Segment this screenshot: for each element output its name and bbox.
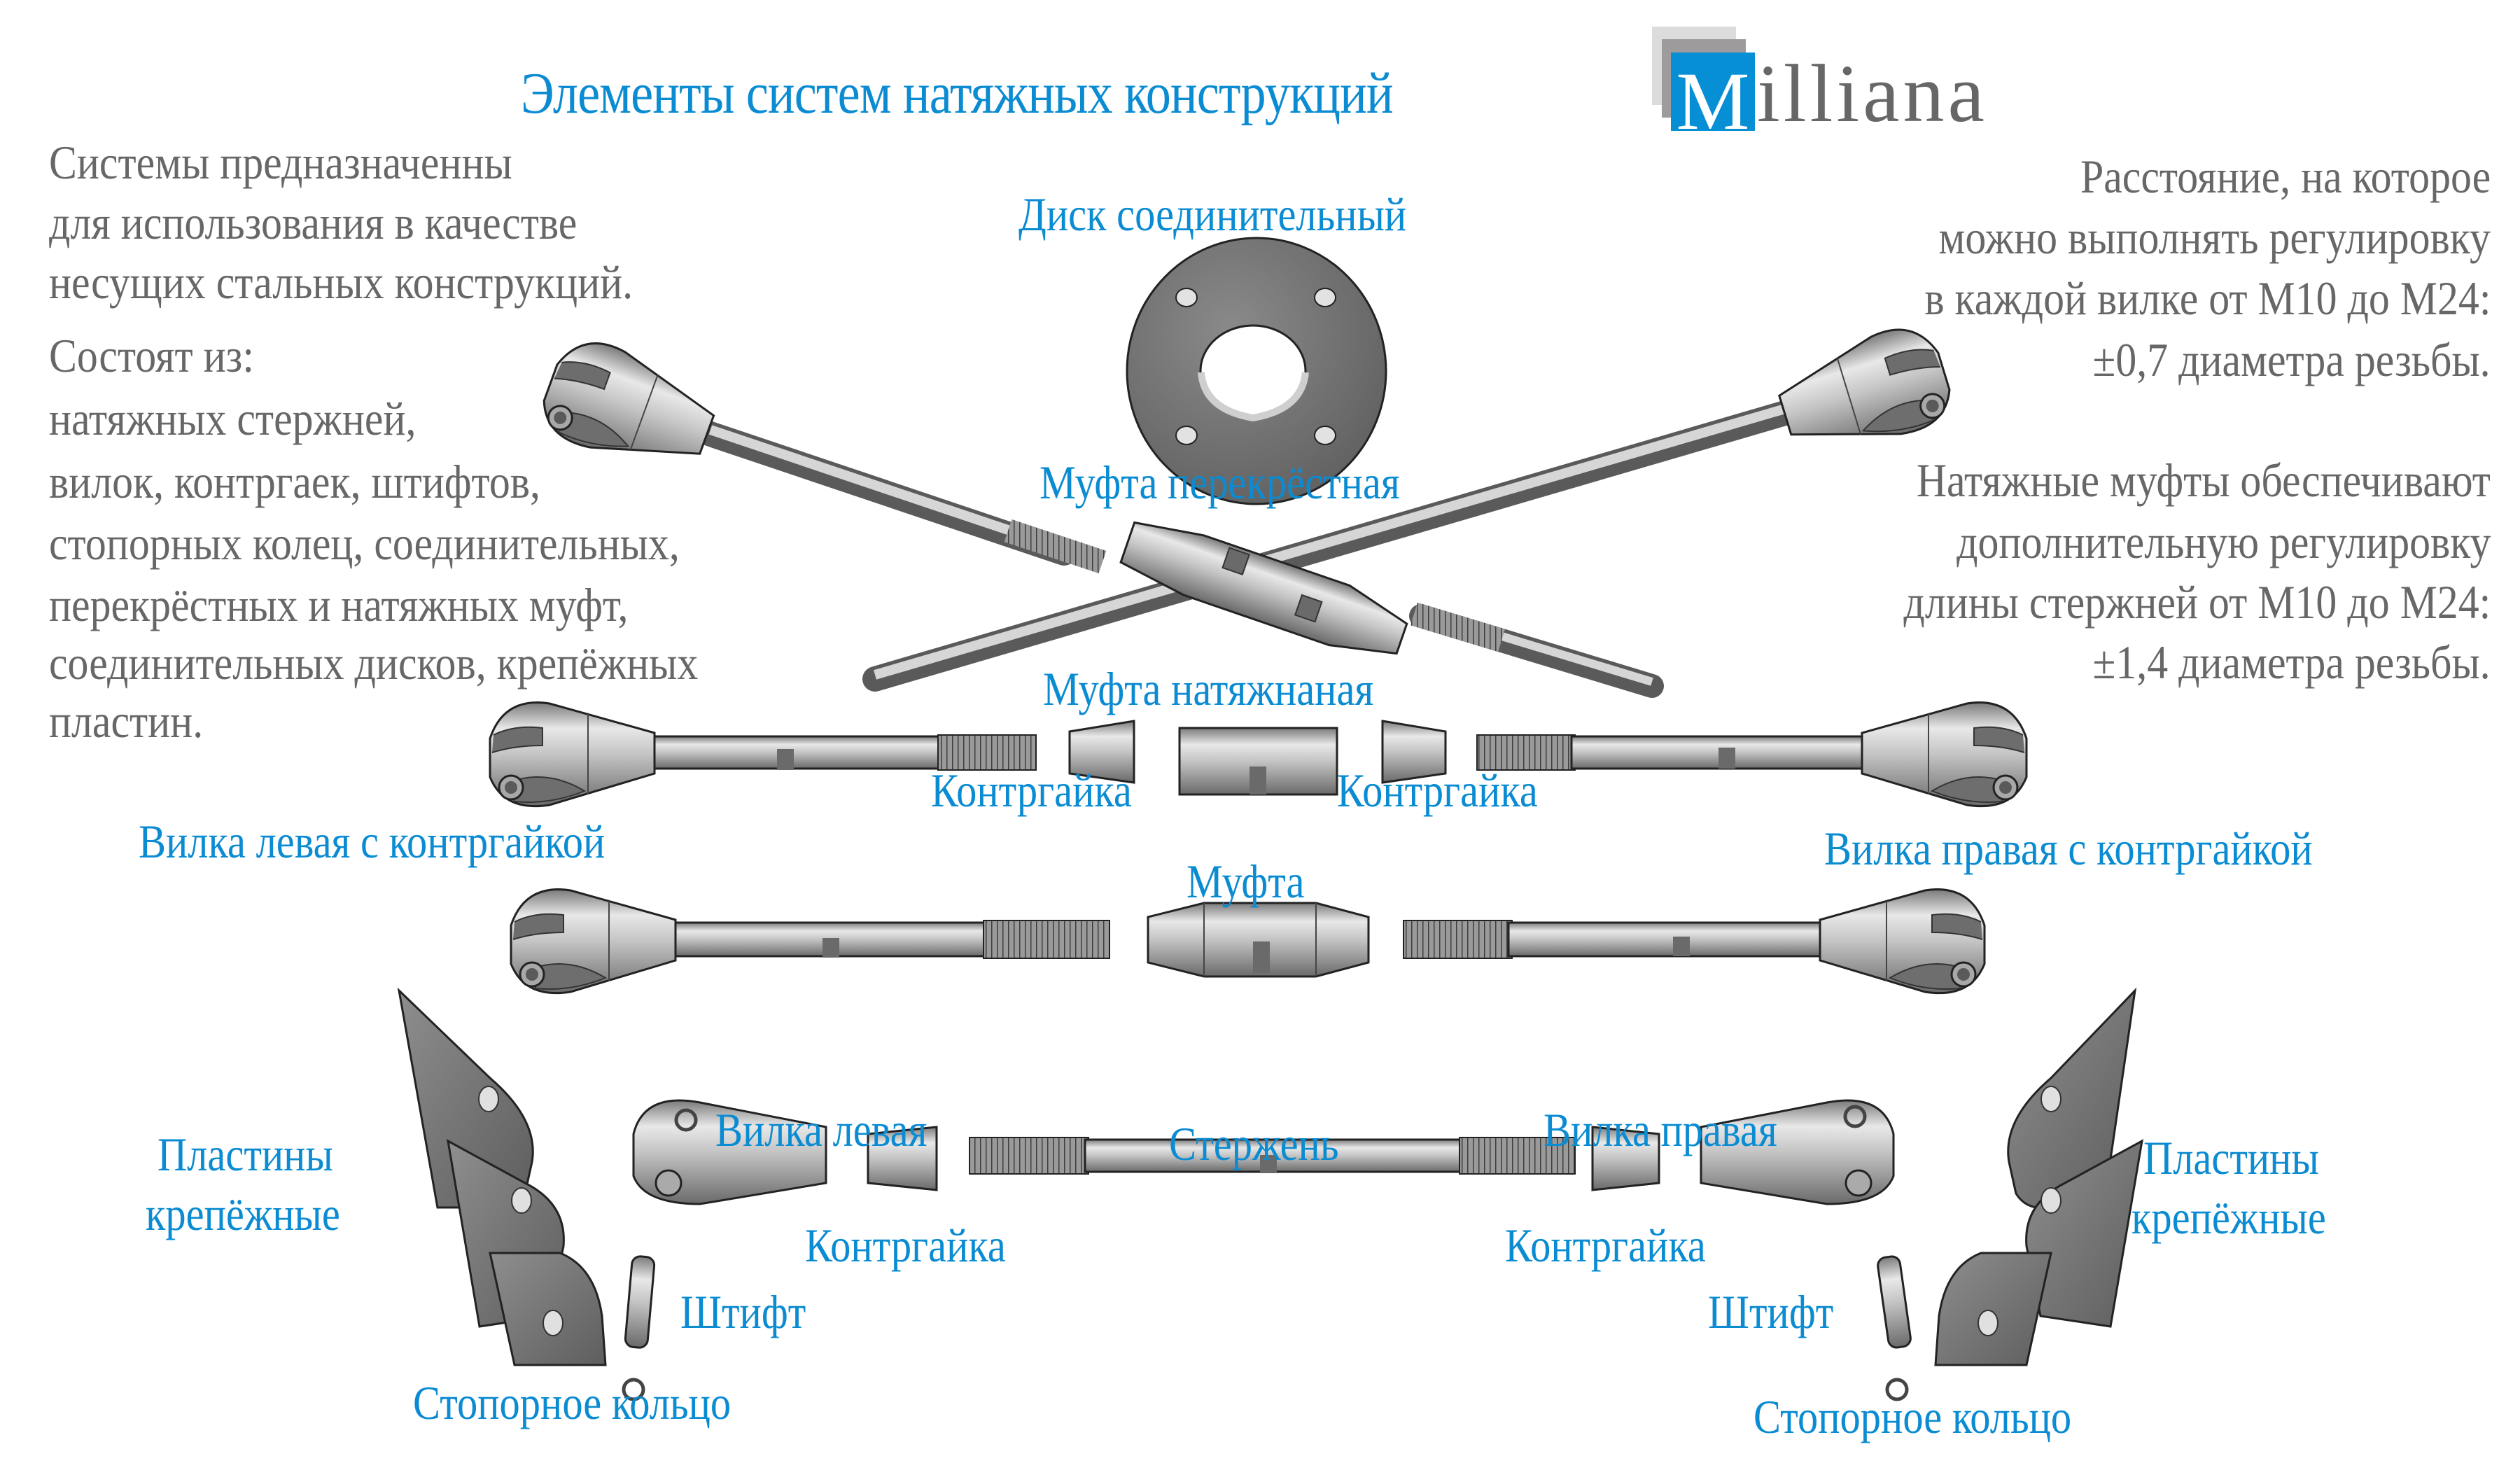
label-ring-right: Стопорное кольцо (1754, 1390, 2072, 1443)
label-rod: Стержень (1169, 1117, 1339, 1170)
label-locknut-row2-left: Контргайка (931, 764, 1132, 817)
description-line: Системы предназначенны (49, 136, 512, 189)
locknut-row2-left (1068, 720, 1135, 784)
fork-left-part (632, 1099, 827, 1205)
cross-coupling-part (1119, 521, 1408, 655)
logo-initial: M (1671, 52, 1755, 147)
locknut-row2-right (1381, 720, 1447, 784)
label-fork-right-with-nut: Вилка правая с контргайкой (1824, 822, 2313, 875)
description-line: дополнительную регулировку (1956, 515, 2491, 568)
label-pin-right: Штифт (1708, 1285, 1834, 1338)
label-ring-left: Стопорное кольцо (413, 1376, 732, 1429)
locknut-row4-left (867, 1126, 938, 1191)
description-line: ±0,7 диаметра резьбы. (2092, 333, 2491, 386)
cross-rod-rising (862, 317, 1959, 692)
description-line: Расстояние, на которое (2080, 150, 2491, 203)
description-line: стопорных колец, соединительных, (49, 517, 680, 570)
description-line: соединительных дисков, крепёжных (49, 636, 699, 690)
label-cross-coupling: Муфта перекрёстная (1040, 456, 1400, 509)
description-line: ±1,4 диаметра резьбы. (2092, 636, 2491, 689)
mounting-plates-left (397, 987, 607, 1366)
label-locknut-row4-left: Контргайка (805, 1219, 1006, 1272)
label-coupling: Муфта (1186, 855, 1305, 908)
description-line: Натяжные муфты обеспечивают (1916, 454, 2491, 507)
label-locknut-row4-right: Контргайка (1505, 1219, 1706, 1272)
label-fork-right: Вилка правая (1544, 1103, 1777, 1156)
description-line: для использования в качестве (49, 196, 578, 249)
row2-left-assembly (489, 701, 1037, 808)
row3-right-assembly (1403, 888, 1986, 995)
logo-wordmark: illiana (1757, 48, 1988, 139)
label-pin-left: Штифт (680, 1285, 806, 1338)
description-line: несущих стальных конструкций. (49, 255, 634, 309)
description-line: пластин. (49, 694, 204, 748)
row3-left-assembly (510, 888, 1110, 995)
rod-part (969, 1137, 1576, 1175)
connecting-disk (1126, 237, 1387, 505)
description-line: перекрёстных и натяжных муфт, (49, 578, 629, 631)
label-tension-coupling: Муфта натяжнаная (1043, 662, 1374, 715)
cross-rod-falling (533, 330, 1664, 698)
label-plates-right-1: Пластины (2143, 1131, 2319, 1184)
page-title: Элементы систем натяжных конструкций (521, 61, 1394, 126)
label-plates-right-2: крепёжные (2132, 1191, 2326, 1244)
label-connecting-disk: Диск соединительный (1018, 188, 1407, 241)
description-line: вилок, контргаек, штифтов, (49, 455, 541, 508)
mounting-plates-right (1934, 987, 2143, 1366)
pin-right (1877, 1255, 1912, 1349)
locknut-row4-right (1591, 1126, 1660, 1191)
description-line: длины стержней от М10 до М24: (1903, 575, 2491, 629)
label-plates-left-1: Пластины (158, 1128, 333, 1181)
description-line: Состоят из: (49, 329, 254, 382)
label-fork-left: Вилка левая (715, 1103, 927, 1156)
description-line: в каждой вилке от М10 до М24: (1924, 272, 2491, 325)
description-line: натяжных стержней, (49, 392, 416, 445)
description-line: можно выполнять регулировку (1938, 211, 2491, 264)
pin-left (624, 1255, 656, 1349)
label-plates-left-2: крепёжные (146, 1187, 340, 1240)
label-locknut-row2-right: Контргайка (1337, 764, 1538, 817)
row2-right-assembly (1476, 701, 2028, 808)
retaining-rings (622, 1105, 1909, 1401)
tension-coupling-part (1178, 727, 1338, 796)
fork-right-part (1700, 1099, 1895, 1205)
coupling-part (1147, 902, 1370, 978)
label-fork-left-with-nut: Вилка левая с контргайкой (139, 815, 606, 868)
